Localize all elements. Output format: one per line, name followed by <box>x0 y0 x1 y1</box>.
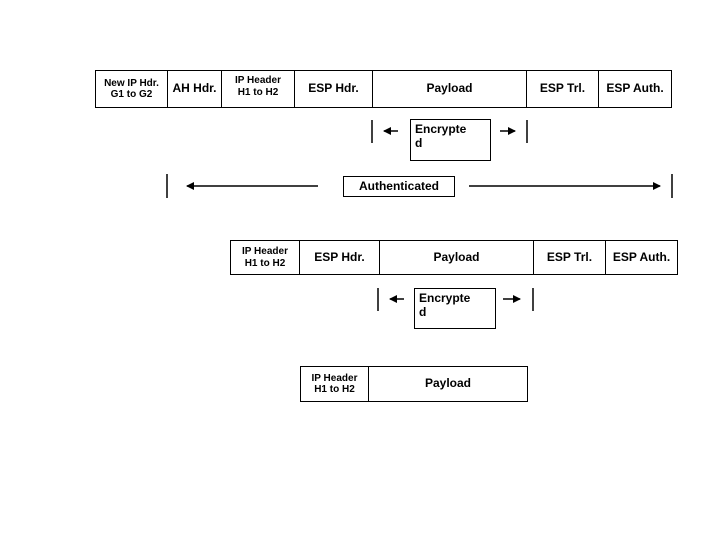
field-payload: Payload <box>372 71 526 107</box>
field-payload: Payload <box>368 367 527 401</box>
packet-plain: IP Header H1 to H2 Payload <box>300 366 528 402</box>
field-ip-header: IP Header H1 to H2 <box>242 246 288 269</box>
field-esp-auth: ESP Auth. <box>598 71 671 107</box>
encrypted-label-1: Encrypte d <box>410 119 491 161</box>
field-ip-header: IP Header H1 to H2 <box>311 372 358 396</box>
field-esp-trl: ESP Trl. <box>533 241 605 274</box>
authenticated-label: Authenticated <box>343 176 455 197</box>
field-new-ip-hdr: New IP Hdr. G1 to G2 <box>104 77 159 101</box>
field-esp-hdr: ESP Hdr. <box>299 241 379 274</box>
packet-tunnel: New IP Hdr. G1 to G2 AH Hdr. IP Header H… <box>95 70 672 108</box>
encrypted-label-2: Encrypte d <box>414 288 496 329</box>
field-ip-header: IP Header H1 to H2 <box>221 71 294 107</box>
field-esp-trl: ESP Trl. <box>526 71 598 107</box>
packet-transport: IP Header H1 to H2 ESP Hdr. Payload ESP … <box>230 240 678 275</box>
field-esp-hdr: ESP Hdr. <box>294 71 372 107</box>
field-esp-auth: ESP Auth. <box>605 241 677 274</box>
field-payload: Payload <box>379 241 533 274</box>
field-ah-hdr: AH Hdr. <box>167 71 221 107</box>
